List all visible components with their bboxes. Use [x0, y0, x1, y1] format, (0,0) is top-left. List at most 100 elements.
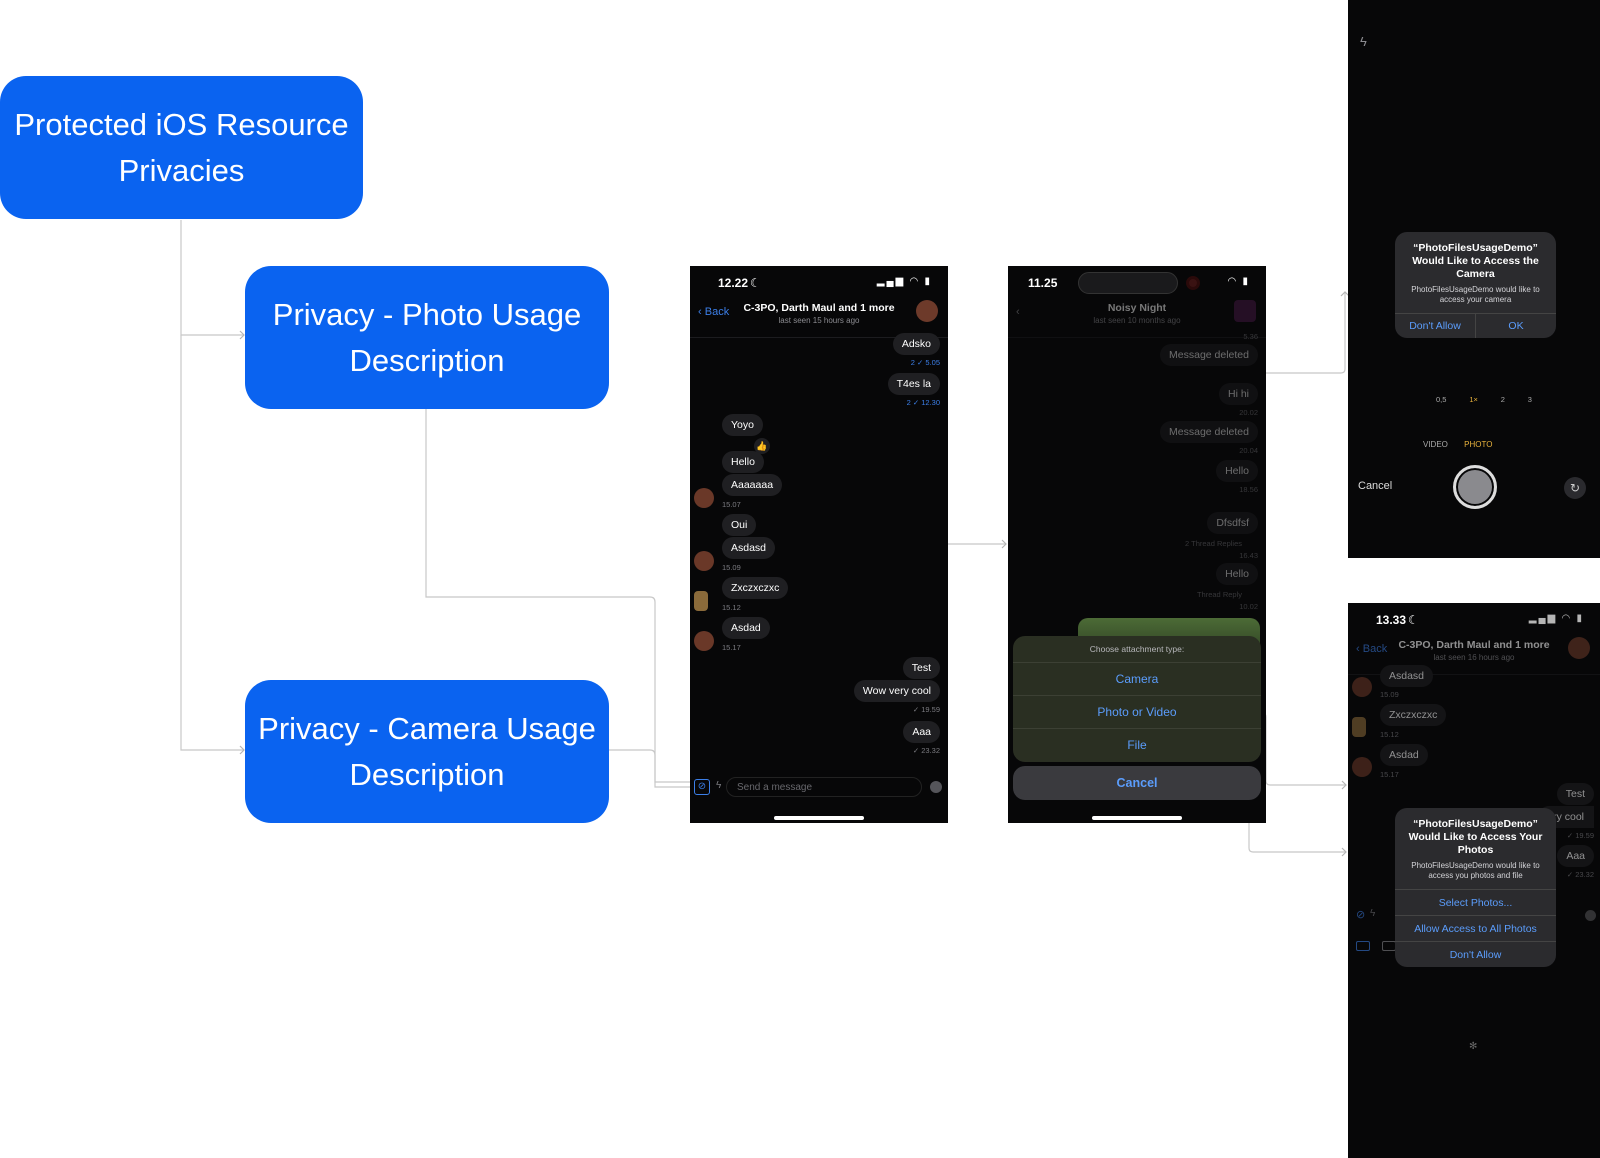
- message-bubble[interactable]: Aaa: [1557, 845, 1594, 867]
- phone-attachment-sheet: 11.25 ◠ ▮ ‹ Noisy Night last seen 10 mon…: [1008, 266, 1266, 823]
- ok-button[interactable]: OK: [1475, 314, 1556, 338]
- message-bubble[interactable]: Asdad: [1380, 744, 1428, 766]
- zoom-option[interactable]: 2: [1500, 395, 1505, 404]
- shutter-button[interactable]: [1453, 465, 1497, 509]
- back-label: Back: [1362, 643, 1388, 655]
- node-root-line1: Protected iOS Resource: [14, 106, 349, 142]
- flash-icon[interactable]: ϟ: [1360, 34, 1367, 49]
- status-icons: ◠ ▮: [1228, 276, 1250, 287]
- zoom-option[interactable]: 3: [1527, 395, 1532, 404]
- chevron-left-icon[interactable]: ‹: [1016, 306, 1020, 318]
- thread-reply[interactable]: Thread Reply: [1196, 590, 1242, 599]
- alert-message: PhotoFilesUsageDemo would like to access…: [1411, 861, 1540, 880]
- flip-camera-icon[interactable]: ↻: [1564, 477, 1586, 499]
- camera-cancel-button[interactable]: Cancel: [1358, 480, 1393, 492]
- thread-replies[interactable]: 2 Thread Replies: [1185, 539, 1242, 548]
- avatar[interactable]: [1352, 717, 1366, 737]
- message-meta: ✓ 19.59: [1566, 831, 1594, 840]
- status-time: 11.25: [1028, 276, 1058, 290]
- chat-title: C-3PO, Darth Maul and 1 more: [743, 302, 895, 314]
- message-meta: ✓ 23.32: [912, 746, 940, 755]
- message-bubble[interactable]: Asdasd: [722, 537, 776, 559]
- message-meta: ✓ 19.59: [912, 705, 940, 714]
- message-composer: ⊘ ϟ Send a message: [694, 775, 944, 801]
- back-label: Back: [704, 306, 730, 318]
- back-button[interactable]: ‹ Back: [1356, 643, 1387, 655]
- message-bubble[interactable]: Aaa: [903, 721, 940, 743]
- status-time: 13.33: [1376, 613, 1407, 627]
- message-bubble[interactable]: Asdad: [722, 617, 770, 639]
- message-bubble[interactable]: Wow very cool: [853, 680, 940, 702]
- message-bubble[interactable]: Hello: [1216, 563, 1258, 585]
- message-bubble[interactable]: Dfsdfsf: [1207, 512, 1258, 534]
- message-bubble[interactable]: Aaaaaaa: [722, 474, 783, 496]
- message-bubble[interactable]: Hello: [1216, 460, 1258, 482]
- link-camera-attach: [608, 749, 690, 788]
- message-bubble[interactable]: Hi hi: [1218, 383, 1258, 405]
- option-file[interactable]: File: [1127, 738, 1147, 752]
- message-bubble[interactable]: Test: [1556, 783, 1594, 805]
- status-icons: ▂▄▆ ◠ ▮: [876, 276, 932, 287]
- message-meta: 18.56: [1239, 485, 1258, 494]
- message-bubble[interactable]: Adsko: [892, 333, 940, 355]
- status-icons: ▂▄▆ ◠ ▮: [1528, 613, 1584, 624]
- avatar[interactable]: [1352, 677, 1372, 697]
- avatar[interactable]: [694, 591, 708, 611]
- message-bubble[interactable]: Zxczxczxc: [1380, 704, 1447, 726]
- chat-subtitle: last seen 16 hours ago: [1433, 653, 1515, 662]
- paperclip-icon[interactable]: ⊘: [694, 779, 710, 795]
- dont-allow-button[interactable]: Don't Allow: [1395, 941, 1556, 967]
- message-bubble[interactable]: Message deleted: [1160, 344, 1258, 366]
- zoom-option[interactable]: 1×: [1469, 395, 1478, 404]
- message-bubble[interactable]: Test: [902, 657, 940, 679]
- avatar[interactable]: [1352, 757, 1372, 777]
- attachment-type-sheet: Choose attachment type: Camera Photo or …: [1013, 636, 1261, 762]
- allow-all-photos-button[interactable]: Allow Access to All Photos: [1395, 915, 1556, 941]
- message-bubble[interactable]: Asdasd: [1380, 665, 1434, 687]
- option-photo-or-video[interactable]: Photo or Video: [1013, 696, 1261, 729]
- message-meta: 5.36: [1243, 332, 1258, 341]
- alert-message: PhotoFilesUsageDemo would like to access…: [1411, 285, 1540, 304]
- chat-subtitle: last seen 15 hours ago: [778, 316, 860, 325]
- message-bubble[interactable]: Message deleted: [1160, 421, 1258, 443]
- message-bubble[interactable]: Yoyo: [722, 414, 763, 436]
- message-input[interactable]: Send a message: [726, 777, 922, 797]
- message-bubble[interactable]: Zxczxczxc: [722, 577, 789, 599]
- paperclip-icon[interactable]: ⊘: [1356, 909, 1366, 921]
- moon-icon: ☾: [1408, 613, 1419, 627]
- option-camera[interactable]: Camera: [1013, 663, 1261, 696]
- message-meta: 10.02: [1239, 602, 1258, 611]
- avatar[interactable]: [1568, 637, 1590, 659]
- mode-photo[interactable]: PHOTO: [1464, 440, 1493, 449]
- message-bubble[interactable]: Hello: [722, 451, 764, 473]
- home-indicator: [774, 816, 864, 820]
- alert-title: “PhotoFilesUsageDemo” Would Like to Acce…: [1408, 818, 1543, 856]
- send-icon[interactable]: [1585, 910, 1596, 921]
- chat-header: ‹ Back C-3PO, Darth Maul and 1 more last…: [1348, 635, 1600, 675]
- message-meta: 20.04: [1239, 446, 1258, 455]
- mode-video[interactable]: VIDEO: [1423, 440, 1448, 449]
- sheet-cancel-button[interactable]: Cancel: [1013, 766, 1261, 800]
- chevron-left-icon: ‹: [1356, 643, 1363, 655]
- chat-header: ‹ Noisy Night last seen 10 months ago: [1008, 298, 1266, 338]
- folder-icon[interactable]: [1382, 941, 1396, 951]
- lightning-icon: ϟ: [1370, 908, 1376, 919]
- image-icon[interactable]: [1356, 941, 1370, 951]
- select-photos-button[interactable]: Select Photos...: [1395, 889, 1556, 915]
- node-camera-line2: Description: [349, 756, 505, 792]
- send-icon[interactable]: [930, 781, 942, 793]
- message-bubble[interactable]: T4es la: [887, 373, 940, 395]
- avatar[interactable]: [1234, 300, 1256, 322]
- status-time: 12.22: [718, 276, 749, 290]
- avatar[interactable]: [916, 300, 938, 322]
- avatar[interactable]: [694, 551, 714, 571]
- back-button[interactable]: ‹ Back: [698, 306, 729, 318]
- zoom-option[interactable]: 0,5: [1436, 395, 1447, 404]
- avatar[interactable]: [694, 631, 714, 651]
- dont-allow-button[interactable]: Don't Allow: [1409, 320, 1461, 332]
- chat-title: Noisy Night: [1107, 302, 1167, 314]
- avatar[interactable]: [694, 488, 714, 508]
- mode-selector: VIDEO PHOTO: [1423, 440, 1492, 449]
- message-bubble[interactable]: Oui: [722, 514, 757, 536]
